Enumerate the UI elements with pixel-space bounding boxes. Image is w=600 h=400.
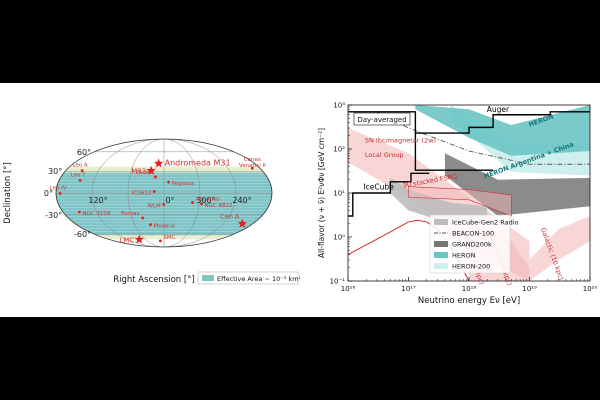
y-tick-label: 10⁻¹: [330, 278, 346, 286]
source-label: Pegasus: [172, 181, 195, 187]
source-dot-marker: [141, 216, 145, 220]
flux-legend-label: BEACON-100: [452, 230, 494, 238]
x-tick-label: 10¹⁷: [401, 285, 416, 293]
graticule-meridian: [163, 139, 237, 247]
ra-tick-label: 0°: [165, 196, 174, 205]
flux-y-axis-label: All-flavor (ν + ν̄) E²νΦν [GeV cm⁻²]: [317, 128, 326, 258]
annotation-label: SN Ibc/magnetar (2w): [365, 137, 436, 145]
flux-x-axis-label: Neutrino energy Eν [eV]: [418, 296, 520, 306]
graticule-meridian: [91, 139, 165, 247]
source-dot-marker: [167, 180, 170, 184]
source-star-marker: [153, 158, 164, 168]
source-label: SMC: [163, 235, 175, 241]
dec-tick-label: 0°: [44, 189, 53, 198]
graticule-meridian: [163, 139, 201, 247]
annotation-label: Auger: [487, 105, 510, 114]
ra-tick-label: 120°: [88, 196, 107, 205]
sky-legend-label: Effective Area ~ 10⁻³ km²: [217, 275, 300, 283]
flux-legend-label: HERON: [452, 252, 476, 260]
source-dot-marker: [152, 190, 156, 193]
y-tick-label: 10⁰: [333, 234, 345, 242]
x-tick-label: 10¹⁶: [341, 285, 356, 293]
flux-sensitivity-chart: 10¹⁶ 10¹⁷ 10¹⁸ 10¹⁹ 10²⁰ 10⁻¹ 10⁰ 10¹ 10² 10³ Neut…: [317, 102, 598, 307]
source-label: LMC: [119, 236, 134, 244]
series-step-auger: [415, 111, 590, 134]
source-dot-marker: [78, 179, 82, 182]
source-dot-marker: [250, 166, 254, 170]
source-star-marker: [146, 165, 156, 175]
source-label: Leo A: [72, 163, 87, 169]
sky-map-chart: 120° 0° 300° 240° 60° 30° 0° -30° -60° Right Asce…: [3, 138, 300, 285]
y-tick-label: 10¹: [333, 190, 345, 198]
source-dot-marker: [80, 169, 84, 173]
source-label: Leo T: [71, 172, 86, 178]
inset-label: Day-averaged: [357, 116, 406, 124]
ra-tick-label: 240°: [232, 196, 251, 205]
flux-legend-label: HERON-200: [452, 263, 490, 271]
sky-outline: [55, 138, 273, 248]
y-tick-label: 10²: [333, 146, 345, 154]
graticule-meridian: [127, 139, 165, 247]
source-label: Leo IV: [50, 185, 67, 191]
source-star-marker: [237, 218, 248, 228]
source-label: Andromeda M31: [165, 158, 231, 167]
flux-legend: IceCube-Gen2 RadioBEACON-100GRAND200kHER…: [429, 214, 519, 274]
source-dot-marker: [149, 223, 152, 226]
flux-legend-swatch: [434, 241, 448, 247]
source-dot-marker: [162, 203, 166, 206]
annotation-label: IceCube: [363, 183, 394, 192]
series-band: [450, 105, 590, 176]
source-label: WLM: [147, 203, 161, 209]
series-step-day-averaged: [348, 111, 494, 171]
dec-tick-label: 60°: [77, 148, 91, 157]
y-tick-label: 10³: [333, 102, 345, 110]
source-dot-marker: [154, 175, 157, 179]
source-label: IC1613: [132, 190, 152, 196]
ra-tick-label: 300°: [196, 196, 215, 205]
sky-legend-swatch: [202, 275, 214, 281]
source-label: NGC 6822: [204, 203, 232, 209]
x-tick-label: 10¹⁹: [522, 285, 537, 293]
series-band: [529, 216, 590, 281]
flux-legend-label: GRAND200k: [452, 241, 492, 249]
source-label: NGC 3109: [82, 211, 110, 217]
sky-legend: Effective Area ~ 10⁻³ km²: [197, 271, 300, 285]
flux-legend-label: IceCube-Gen2 Radio: [452, 219, 519, 227]
x-tick-label: 10¹⁸: [462, 285, 477, 293]
source-star-marker: [134, 234, 144, 244]
sky-legend-box: [197, 271, 299, 285]
sky-x-axis-label: Right Ascension [°]: [113, 275, 195, 285]
series-band: [408, 186, 512, 217]
flux-legend-swatch: [434, 219, 448, 225]
source-label: Cen A: [220, 213, 240, 221]
dec-tick-label: 30°: [48, 167, 62, 176]
source-dot-marker: [200, 202, 203, 206]
source-label: Aquarius: [196, 196, 220, 202]
source-label: Phoenix: [153, 224, 176, 230]
source-label: M33: [131, 168, 146, 176]
dec-tick-label: -30°: [45, 211, 62, 220]
inset-label-box: [353, 112, 411, 126]
source-dot-marker: [191, 201, 194, 204]
flux-legend-swatch: [434, 263, 448, 269]
annotation-label: Local Group: [365, 151, 404, 159]
source-label: Canes: [244, 157, 261, 163]
source-dot-marker: [77, 210, 81, 214]
flux-legend-swatch: [434, 252, 448, 258]
series-band: [390, 177, 488, 224]
source-label: Fornax: [121, 211, 140, 217]
x-tick-label: 10²⁰: [583, 285, 598, 293]
sky-y-axis-label: Declination [°]: [3, 162, 13, 224]
figure-panel: 120° 0° 300° 240° 60° 30° 0° -30° -60° Right Asce…: [0, 83, 600, 317]
source-label: Venatici II: [239, 163, 266, 169]
series-band: [415, 105, 590, 156]
source-label: Pisces: [136, 170, 153, 176]
source-dot-marker: [58, 191, 62, 195]
series-step-icecube: [348, 172, 430, 217]
dec-tick-label: -60°: [74, 230, 91, 239]
source-dot-marker: [158, 239, 162, 243]
